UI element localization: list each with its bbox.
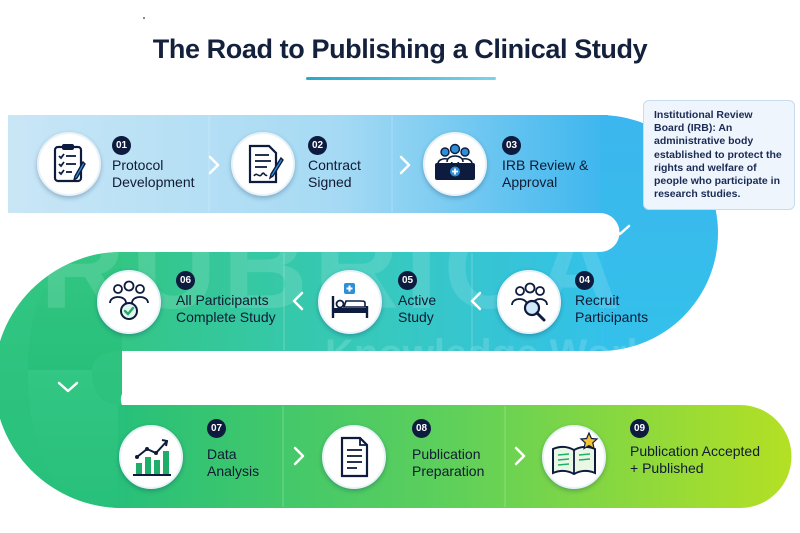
chevron-left-icon [292,291,304,311]
step-number-badge: 03 [502,136,521,155]
group-check-icon [109,280,149,320]
chevron-right-icon [208,155,220,175]
step-01-node [37,132,101,196]
page-title: The Road to Publishing a Clinical Study [152,34,648,64]
chevron-right-icon [293,446,305,466]
step-number-badge: 09 [630,419,649,438]
bar-chart-growth-icon [133,439,171,476]
hospital-bed-icon [331,283,369,318]
chevron-down-icon [57,381,79,393]
watermark-tagline: Knowledge Works [325,332,671,376]
clipboard-checklist-icon [53,144,86,183]
signed-document-icon [248,144,284,184]
step-number-badge: 07 [207,419,226,438]
step-number-badge: 06 [176,271,195,290]
stray-dot [143,17,145,19]
step-label: IRB Review &Approval [502,157,589,190]
chevron-right-icon [399,155,411,175]
irb-definition-note: Institutional Review Board (IRB): An adm… [643,100,795,210]
chevron-down-icon [609,224,631,236]
step-07-node [119,425,183,489]
chevron-right-icon [514,446,526,466]
step-08-node [322,425,386,489]
recruit-people-search-icon [511,282,548,322]
document-lines-icon [340,436,369,478]
open-book-star-icon [552,431,599,476]
step-number-badge: 08 [412,419,431,438]
step-03-node [423,132,487,196]
title-underline [306,77,496,80]
step-05-node [318,270,382,334]
step-04-node [497,270,561,334]
review-board-icon [435,143,475,180]
step-label: Publication Accepted+ Published [630,443,760,476]
step-number-badge: 01 [112,136,131,155]
step-09-node [542,425,606,489]
chevron-left-icon [470,291,482,311]
step-number-badge: 05 [398,271,417,290]
step-06-node [97,270,161,334]
step-number-badge: 04 [575,271,594,290]
step-number-badge: 02 [308,136,327,155]
step-02-node [231,132,295,196]
